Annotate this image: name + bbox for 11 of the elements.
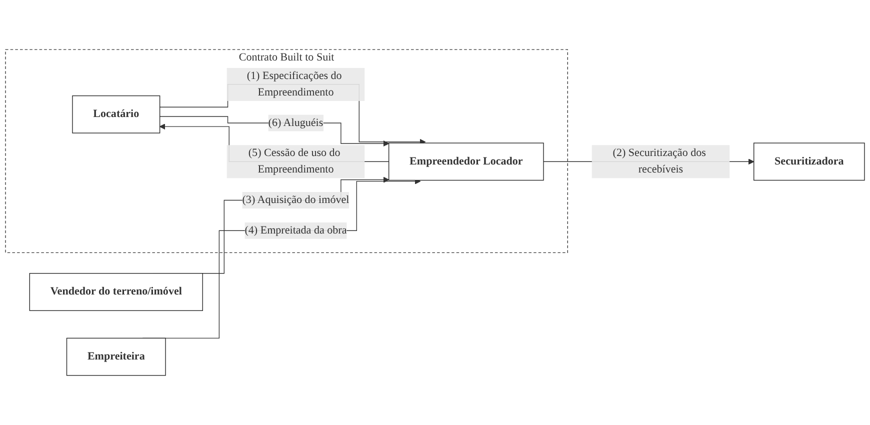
node-box: Vendedor do terreno/imóvel xyxy=(29,273,203,311)
edge-label: (6) Aluguéis xyxy=(268,116,324,129)
edge-label: (2) Securitização dos recebíveis xyxy=(612,147,706,176)
node-box: Securitizadora xyxy=(754,142,865,181)
edge-label: (5) Cessão de uso do Empreendimento xyxy=(248,147,340,176)
node-box: Empreiteira xyxy=(66,338,166,376)
edge-label: (1) Especificações do Empreendimento xyxy=(246,70,342,98)
node-box: Locatário xyxy=(72,95,160,134)
edge-label: (4) Empreitada da obra xyxy=(244,224,347,236)
edge-label: (3) Aquisição do imóvel xyxy=(242,194,350,206)
node-box: Empreendedor Locador xyxy=(388,142,544,181)
